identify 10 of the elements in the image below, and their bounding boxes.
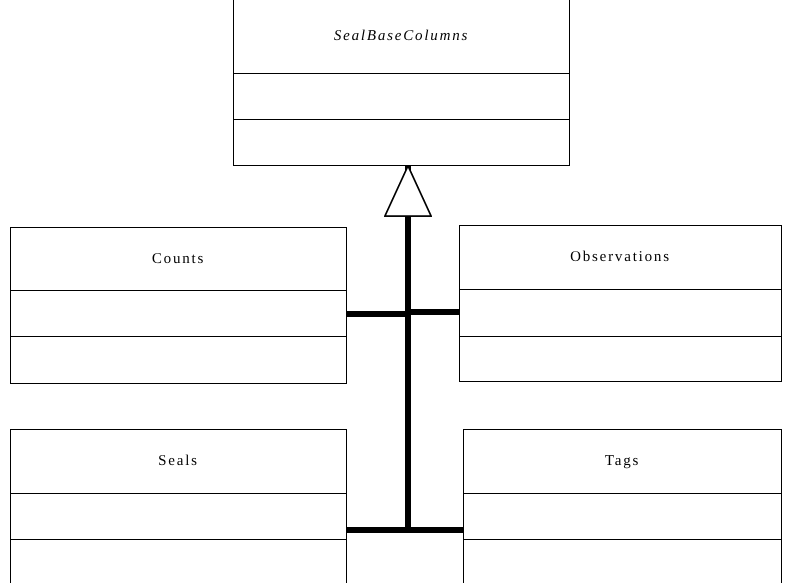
class-name: Observations — [570, 248, 671, 268]
class-name: Seals — [158, 452, 199, 472]
class-box — [10, 429, 347, 583]
class-name: Tags — [604, 452, 640, 472]
class-name: Counts — [152, 250, 206, 269]
class-box — [233, 0, 570, 166]
class-box — [459, 225, 782, 382]
class-name: SealBaseColumns — [334, 26, 470, 46]
class-box — [10, 227, 347, 384]
class-box — [463, 429, 782, 583]
